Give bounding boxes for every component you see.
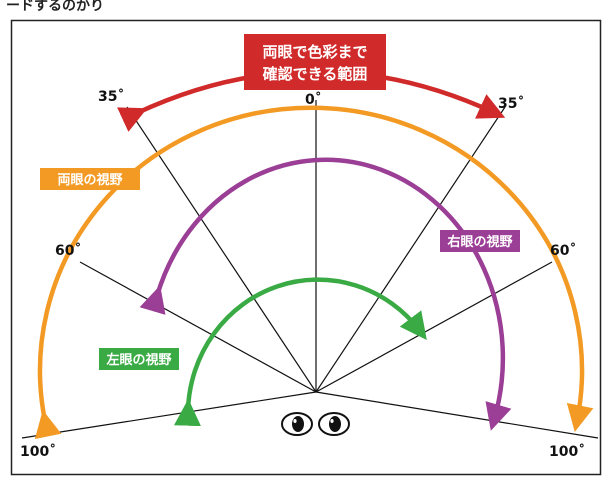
ray-left-100-deg	[21, 391, 317, 439]
left-eye-field-label: 左眼の視野	[99, 348, 179, 370]
binocular-field-label-text: 両眼の視野	[57, 172, 122, 188]
left-eye-field-arc	[173, 277, 427, 427]
angle-label-left-60: 60˚	[55, 242, 81, 259]
color-range-label-line2: 確認できる範囲	[262, 65, 368, 83]
angle-label-right-100: 100˚	[549, 443, 585, 460]
left-eye-field-label-text: 左眼の視野	[106, 352, 171, 368]
right-eye-field-arc	[139, 157, 512, 431]
right-eye-field-label: 右眼の視野	[440, 230, 520, 252]
angle-label-left-35: 35˚	[98, 88, 124, 105]
right-eye-field-label-text: 右眼の視野	[446, 234, 512, 250]
eyes-icon	[281, 412, 350, 436]
angle-label-right-60: 60˚	[550, 242, 576, 259]
angle-rays	[21, 100, 599, 439]
ray-right-100-deg	[315, 391, 599, 439]
binocular-field-label: 両眼の視野	[40, 168, 140, 190]
color-range-label-line1: 両眼で色彩まで	[262, 43, 367, 61]
diagram-border	[10, 19, 602, 476]
right-eye-icon	[318, 412, 350, 436]
angle-label-0: 0˚	[305, 91, 322, 108]
left-eye-icon	[281, 412, 313, 436]
ray-left-60-deg	[79, 261, 317, 393]
color-range-label: 両眼で色彩まで 確認できる範囲	[244, 34, 386, 90]
angle-label-left-100: 100˚	[20, 443, 56, 460]
ray-right-60-deg	[315, 261, 553, 393]
angle-label-right-35: 35˚	[498, 95, 524, 112]
top-caption: ードするのかり	[6, 0, 104, 14]
